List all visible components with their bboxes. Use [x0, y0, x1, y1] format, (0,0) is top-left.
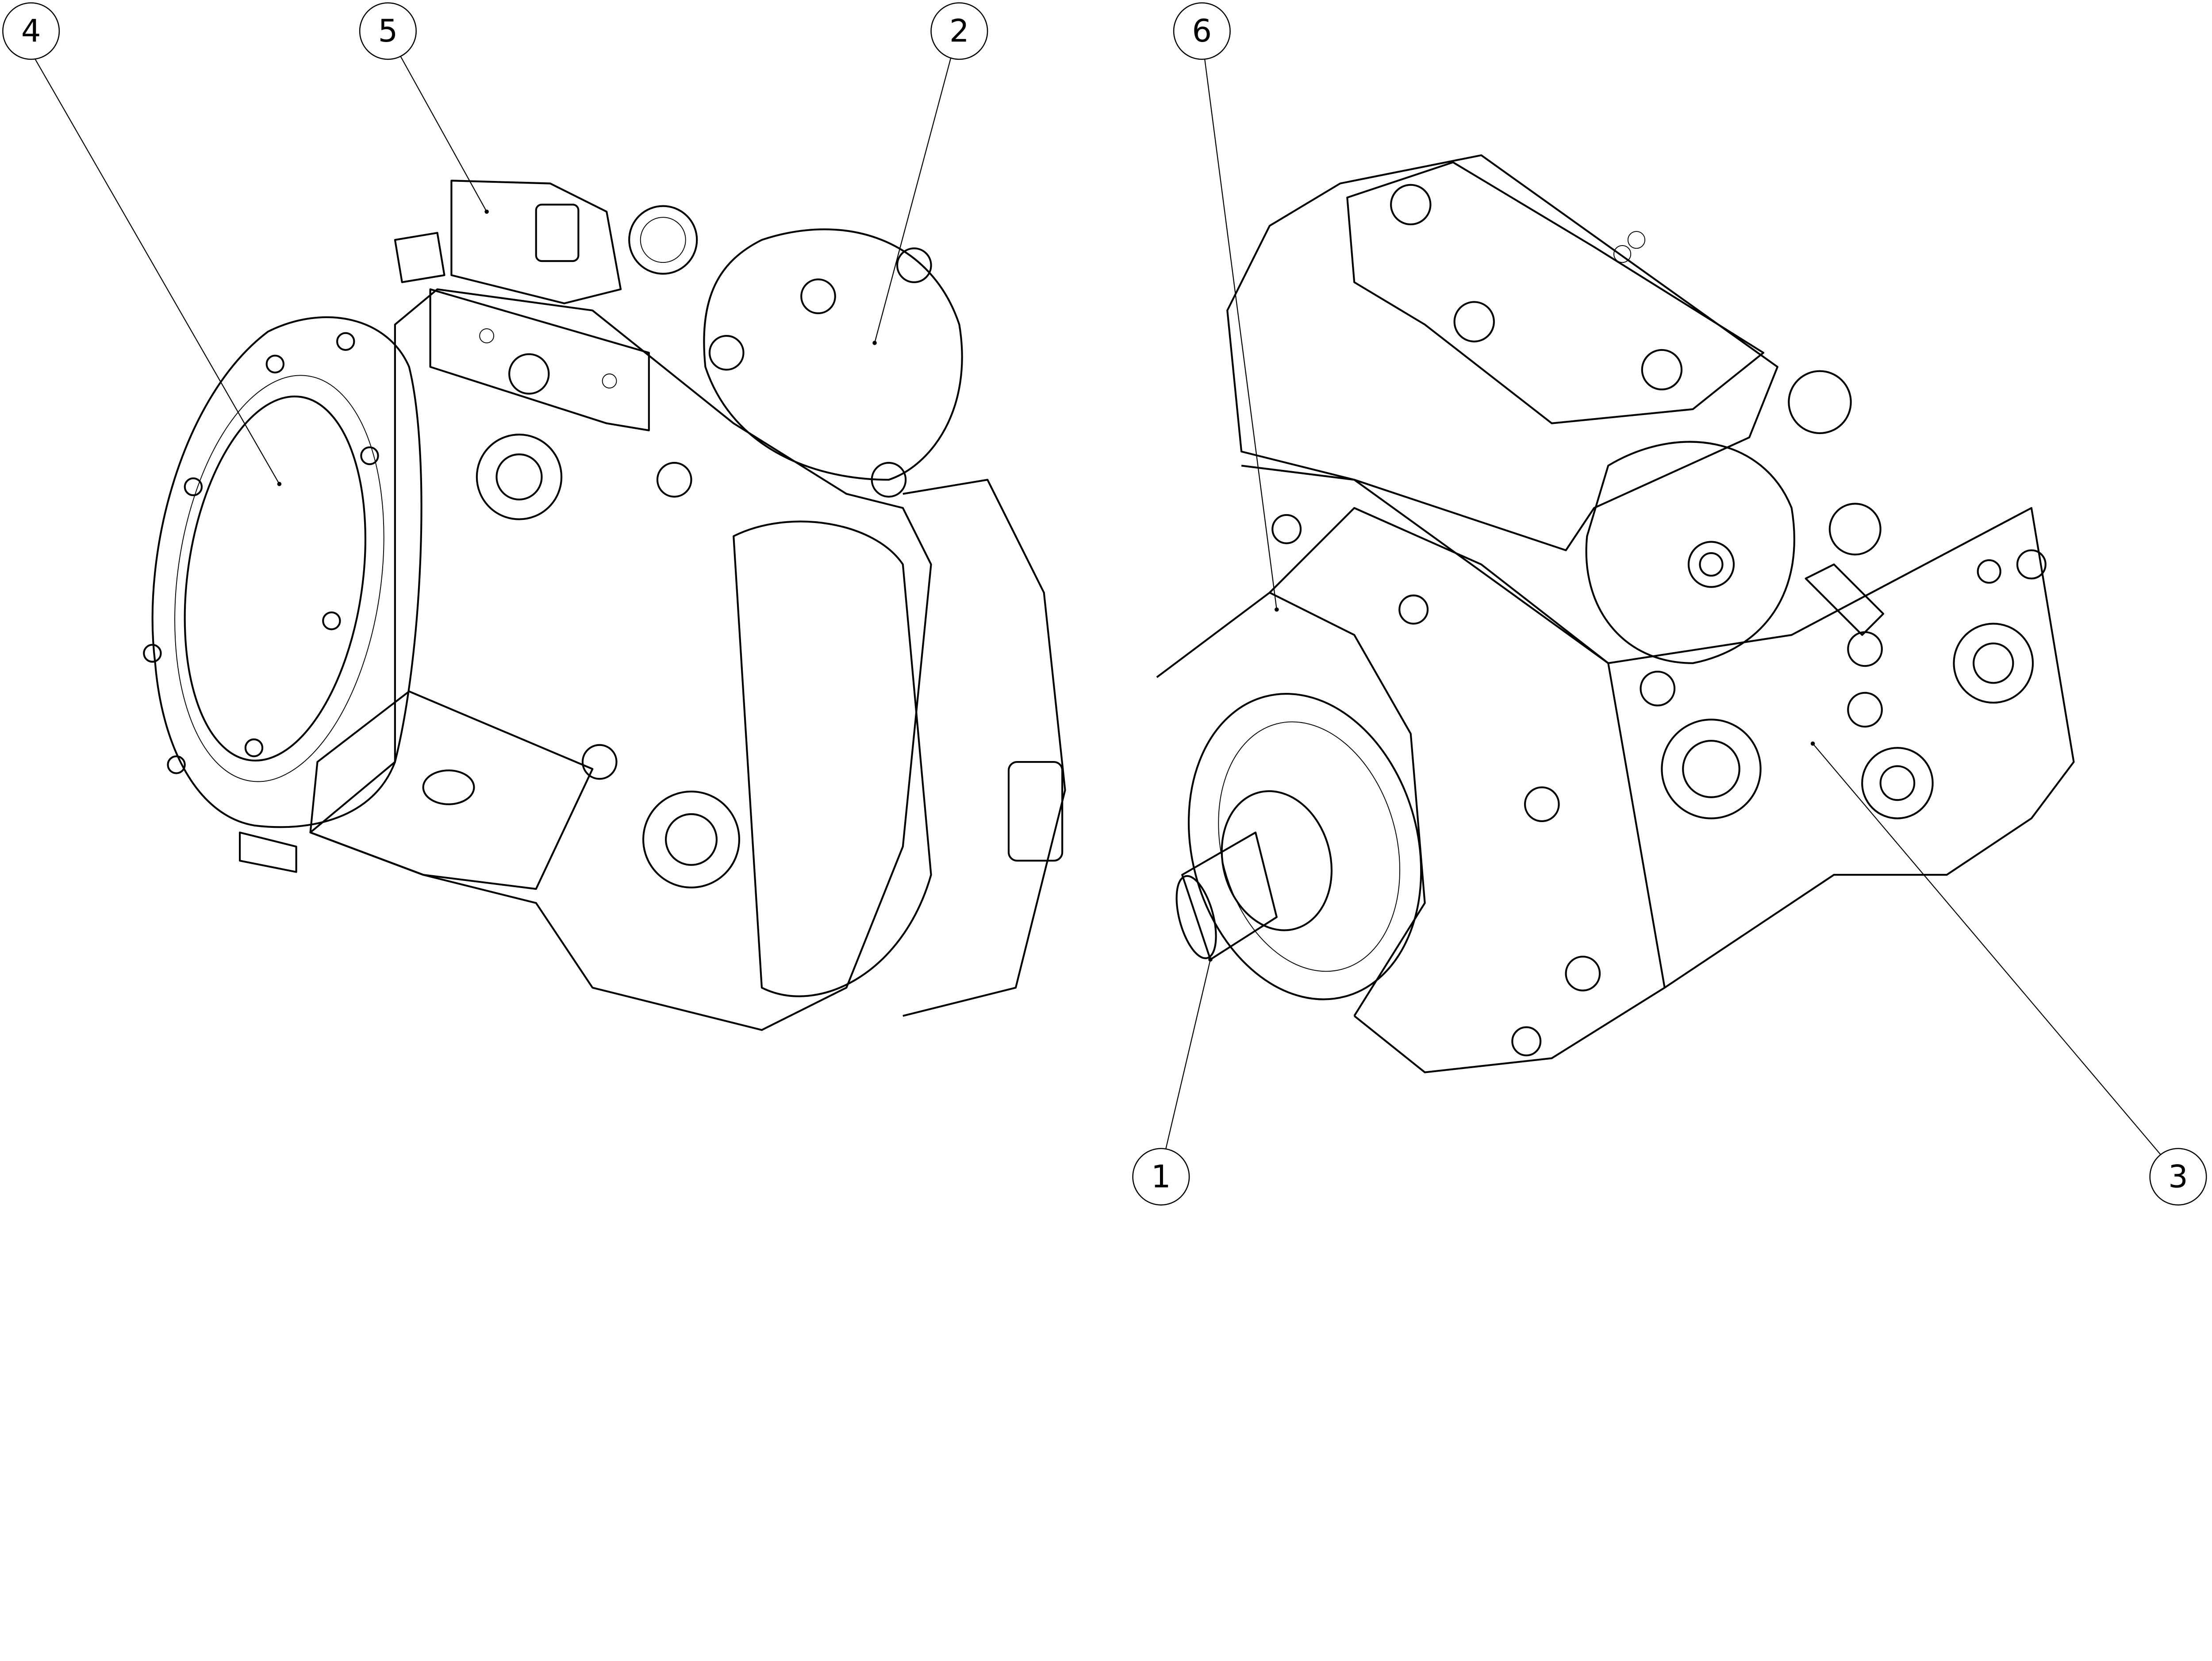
parts-diagram: 4 5 2 6 1 3 — [2, 2, 2207, 1206]
drain-port — [239, 831, 297, 873]
callout-5: 5 — [359, 2, 488, 212]
callout-label: 3 — [2168, 1159, 2188, 1195]
callout-1: 1 — [1132, 959, 1211, 1206]
right-housing — [1241, 465, 2075, 1073]
servo-cylinder — [1226, 154, 1778, 551]
right-pump-view — [1156, 154, 2075, 1073]
front-flange — [1156, 592, 1426, 1017]
pump-housing — [309, 288, 1066, 1031]
callout-2: 2 — [874, 2, 988, 343]
callout-4: 4 — [2, 2, 280, 484]
left-pump-view — [143, 180, 1066, 1031]
drive-shaft — [1175, 831, 1278, 962]
callout-label: 4 — [21, 13, 41, 49]
callout-label: 5 — [378, 13, 398, 49]
callout-label: 1 — [1151, 1159, 1171, 1195]
end-cover — [143, 316, 422, 828]
callout-3: 3 — [1812, 743, 2207, 1206]
control-valve-block — [394, 180, 698, 304]
pressure-cover — [703, 228, 963, 498]
callout-label: 2 — [949, 13, 969, 49]
callout-6: 6 — [1173, 2, 1277, 610]
right-control-cover — [1585, 370, 1885, 664]
callout-label: 6 — [1192, 13, 1212, 49]
